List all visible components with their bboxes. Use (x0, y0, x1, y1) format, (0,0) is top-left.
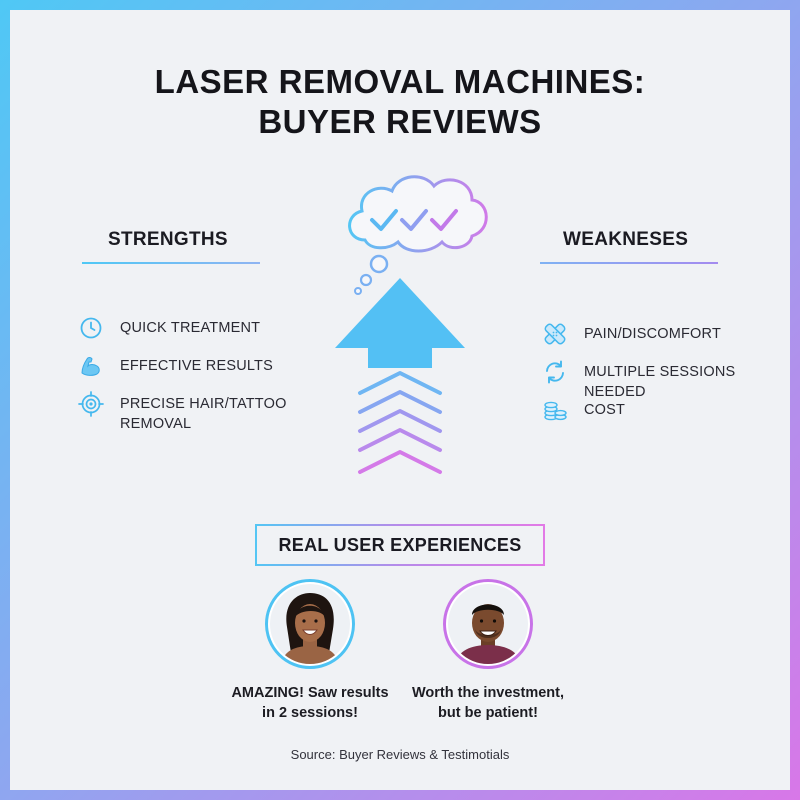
weakness-label: MULTIPLE SESSIONS NEEDED (584, 364, 736, 400)
review-1-line-1: AMAZING! Saw results (231, 685, 389, 701)
weakness-item-pain: PAIN/DISCOMFORT (542, 321, 721, 347)
flexed-arm-icon (78, 353, 104, 379)
review-2-line-1: Worth the investment, (412, 685, 564, 701)
weakness-item-multiple-sessions: MULTIPLE SESSIONS NEEDED (542, 359, 790, 402)
refresh-icon (542, 359, 568, 385)
woman-portrait-icon (270, 584, 350, 664)
thought-cloud-icon (348, 175, 488, 295)
bandage-icon (542, 321, 568, 347)
weaknesses-divider (540, 262, 718, 264)
infographic-panel: LASER REMOVAL MACHINES: BUYER REVIEWS ST… (10, 10, 790, 790)
strength-label: PRECISE HAIR/TATTOO REMOVAL (120, 396, 287, 432)
center-illustration (335, 175, 488, 474)
coins-icon (542, 397, 568, 423)
strength-item-effective-results: EFFECTIVE RESULTS (78, 356, 273, 379)
strength-label: EFFECTIVE RESULTS (120, 358, 273, 374)
weakness-label: COST (584, 402, 626, 418)
review-1-line-2: in 2 sessions! (262, 705, 358, 721)
page-title: LASER REMOVAL MACHINES: BUYER REVIEWS (10, 62, 790, 142)
review-quote-1: AMAZING! Saw results in 2 sessions! (215, 683, 405, 723)
title-line-1: LASER REMOVAL MACHINES: (154, 63, 646, 100)
avatar-man (443, 579, 533, 669)
target-icon (78, 391, 104, 417)
avatar-woman (265, 579, 355, 669)
review-quote-2: Worth the investment, but be patient! (393, 683, 583, 723)
strengths-divider (82, 262, 260, 264)
experiences-heading: REAL USER EXPERIENCES (255, 524, 545, 566)
experiences-heading-label: REAL USER EXPERIENCES (278, 534, 522, 555)
weakness-label: PAIN/DISCOMFORT (584, 326, 721, 342)
strength-label: QUICK TREATMENT (120, 320, 261, 336)
review-2-line-2: but be patient! (438, 705, 538, 721)
weakness-item-cost: COST (542, 400, 625, 423)
title-line-2: BUYER REVIEWS (258, 103, 542, 140)
man-portrait-icon (448, 584, 528, 664)
clock-icon (78, 315, 104, 341)
strengths-heading: STRENGTHS (108, 229, 228, 250)
weaknesses-heading: WEAKNESES (563, 229, 689, 250)
source-credit: Source: Buyer Reviews & Testimotials (290, 747, 510, 762)
up-arrow-icon (335, 278, 465, 474)
strength-item-precise-removal: PRECISE HAIR/TATTOO REMOVAL (78, 391, 287, 434)
strength-item-quick-treatment: QUICK TREATMENT (78, 315, 261, 341)
